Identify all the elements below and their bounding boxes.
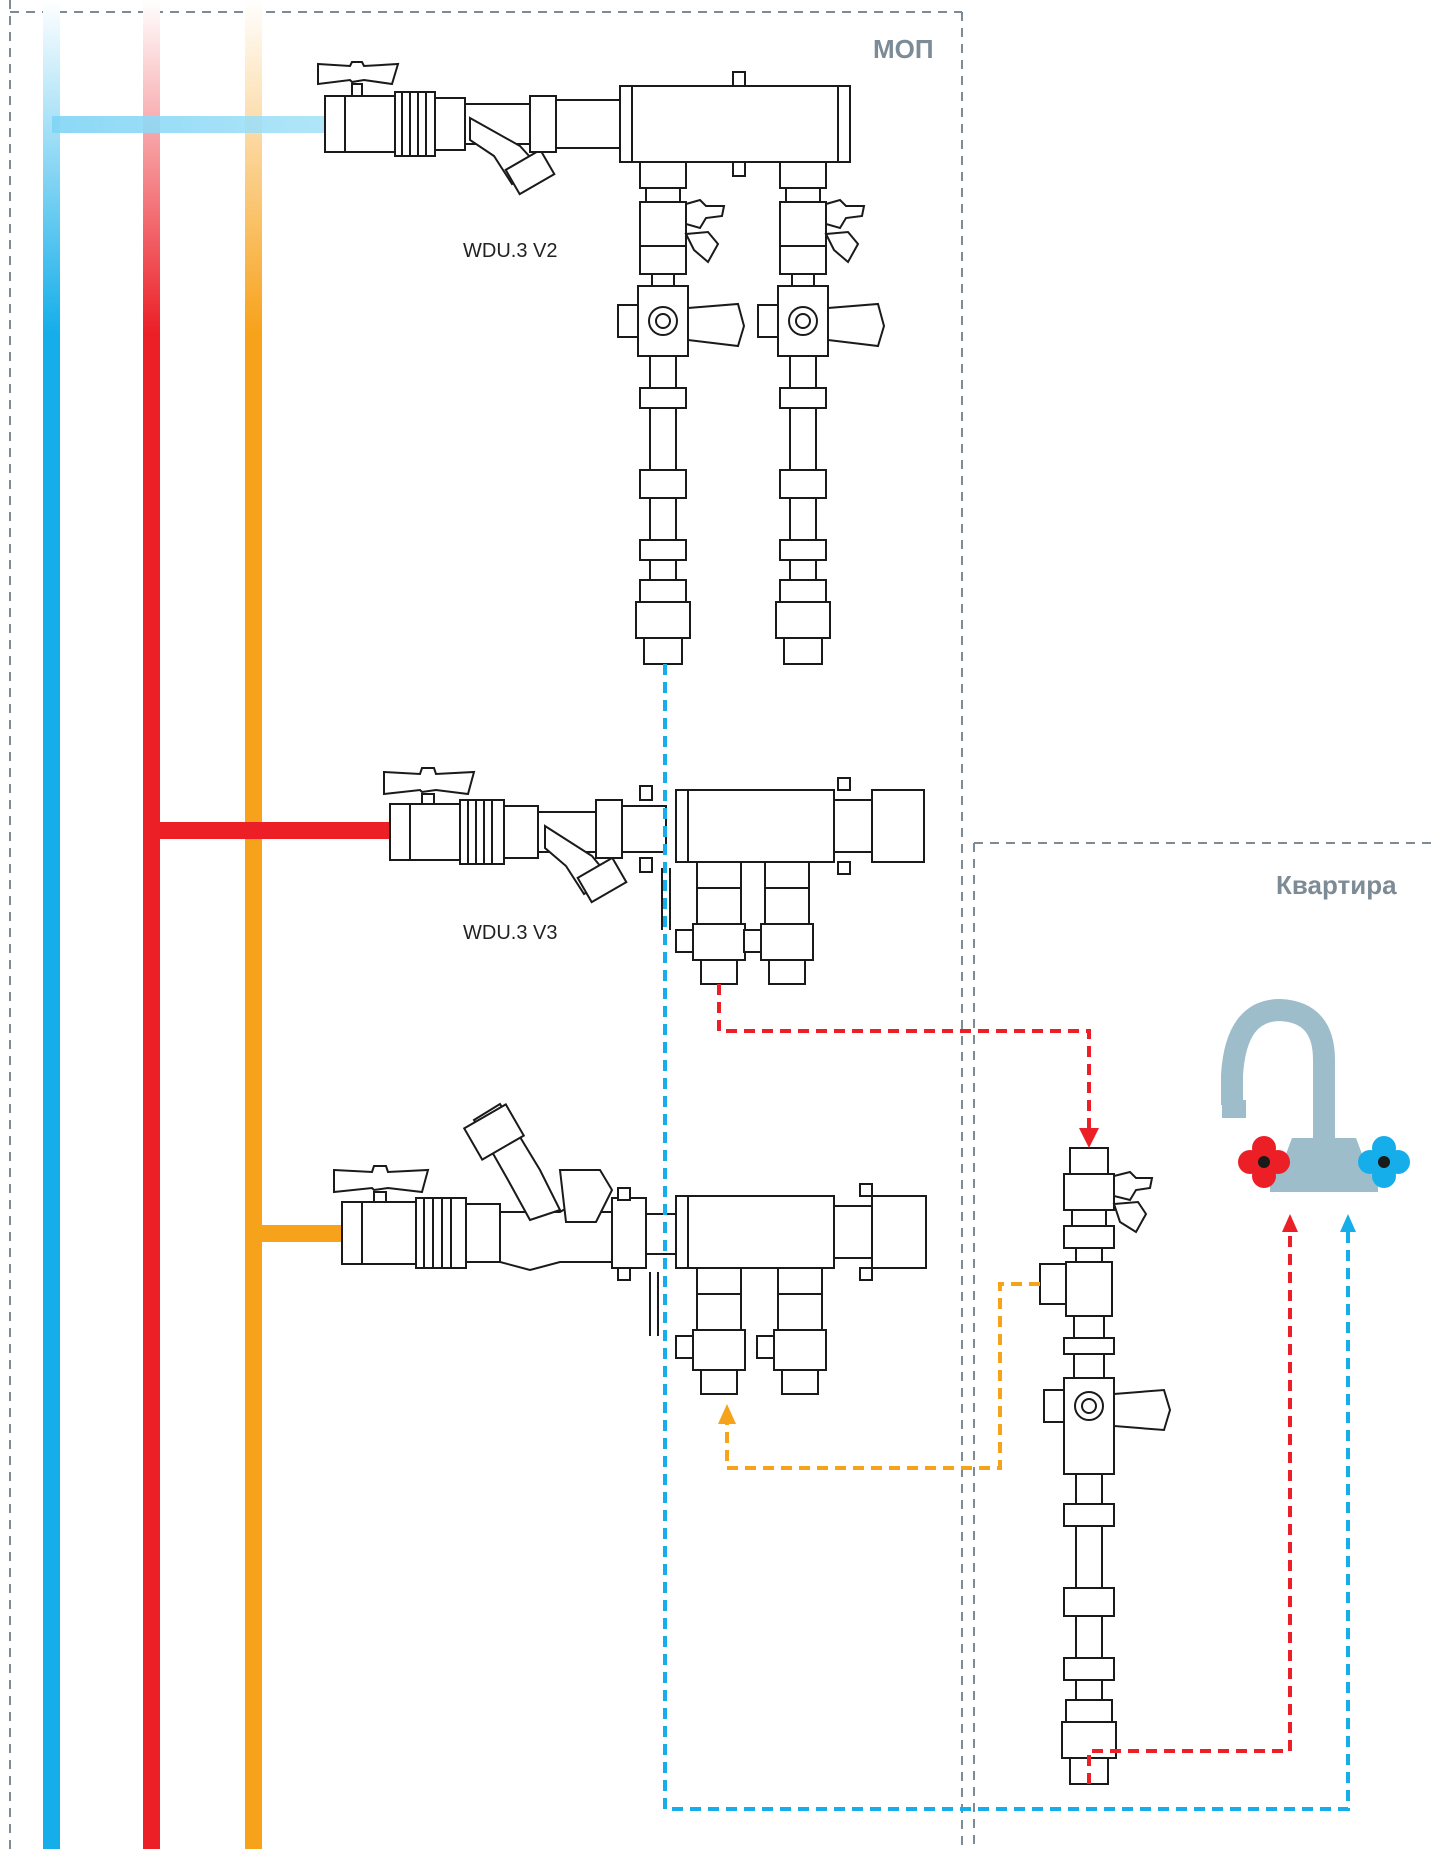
cold-water-riser	[43, 0, 60, 1849]
hot-to-faucet-arrow-icon	[1282, 1214, 1298, 1232]
unit-v3-assembly	[384, 768, 924, 984]
unit-v2-label: WDU.3 V2	[463, 240, 557, 263]
hot-water-branch	[152, 822, 394, 839]
hot-supply-dashed-line	[719, 984, 1089, 1132]
hot-water-riser	[143, 0, 160, 1849]
hot-return-dashed-line	[1089, 1228, 1290, 1784]
hot-supply-arrow-icon	[1079, 1128, 1099, 1148]
unit-v2-assembly	[318, 62, 884, 664]
cold-supply-arrow-icon	[1340, 1214, 1356, 1232]
recirculation-branch	[253, 1225, 345, 1242]
recirculation-arrow-icon	[718, 1404, 736, 1424]
mop-zone-label: МОП	[873, 34, 934, 65]
apartment-zone-label: Квартира	[1276, 870, 1397, 901]
recirculation-riser	[245, 0, 262, 1849]
cold-water-branch	[52, 116, 332, 133]
recirculation-dashed-line	[727, 1284, 1040, 1468]
apartment-unit-assembly	[1040, 1148, 1170, 1784]
apartment-zone-boundary	[974, 843, 1432, 1849]
recirculation-unit-assembly	[334, 1104, 926, 1394]
unit-v3-label: WDU.3 V3	[463, 922, 557, 945]
